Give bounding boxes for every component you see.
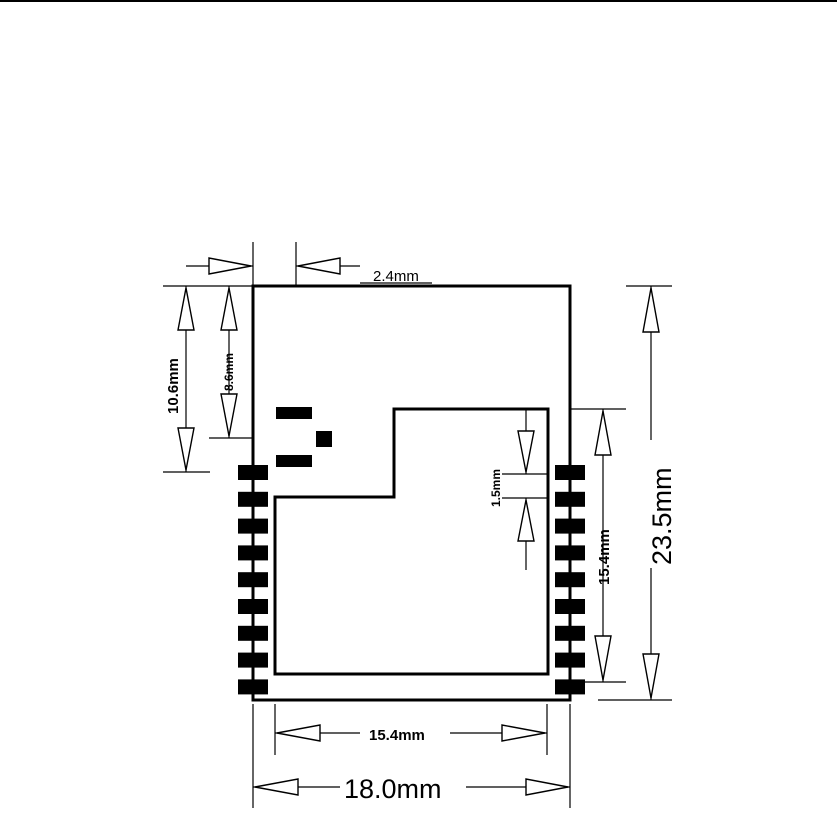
antenna-mark-square	[316, 431, 332, 447]
pad-right	[555, 653, 585, 668]
label-pad-span-horizontal: 15.4mm	[369, 727, 425, 744]
pad-right	[555, 572, 585, 587]
label-total-width: 18.0mm	[344, 774, 442, 804]
dimension-top-offset: 2.4mm	[186, 242, 432, 286]
pad-left	[238, 545, 268, 560]
pad-left	[238, 599, 268, 614]
dimension-left-outer: 10.6mm	[163, 286, 253, 472]
dimension-total-width: 18.0mm	[253, 704, 570, 808]
pad-right	[555, 519, 585, 534]
left-pads	[238, 465, 268, 694]
pad-left	[238, 653, 268, 668]
antenna-mark-bottom	[276, 455, 312, 467]
label-height-outer: 10.6mm	[165, 358, 182, 414]
label-pad-span-vertical: 15.4mm	[596, 529, 613, 585]
pad-left	[238, 572, 268, 587]
pad-right	[555, 492, 585, 507]
label-total-height: 23.5mm	[647, 467, 677, 565]
pad-left	[238, 519, 268, 534]
right-pads	[555, 465, 585, 694]
pad-left	[238, 465, 268, 480]
pad-left	[238, 492, 268, 507]
pad-right	[555, 545, 585, 560]
antenna-mark-top	[276, 407, 312, 419]
pad-right	[555, 599, 585, 614]
label-top-offset: 2.4mm	[373, 268, 419, 285]
label-gap: 1.5mm	[489, 469, 503, 507]
shield-outline	[275, 409, 548, 674]
module-outline	[253, 286, 570, 700]
pad-right	[555, 626, 585, 641]
dimension-left-inner: 8.6mm	[209, 286, 253, 438]
dimension-gap: 1.5mm	[489, 409, 548, 570]
dimension-pad-span-horizontal: 15.4mm	[275, 704, 547, 755]
pad-left	[238, 679, 268, 694]
label-height-inner: 8.6mm	[222, 353, 236, 391]
pad-right	[555, 465, 585, 480]
pad-left	[238, 626, 268, 641]
